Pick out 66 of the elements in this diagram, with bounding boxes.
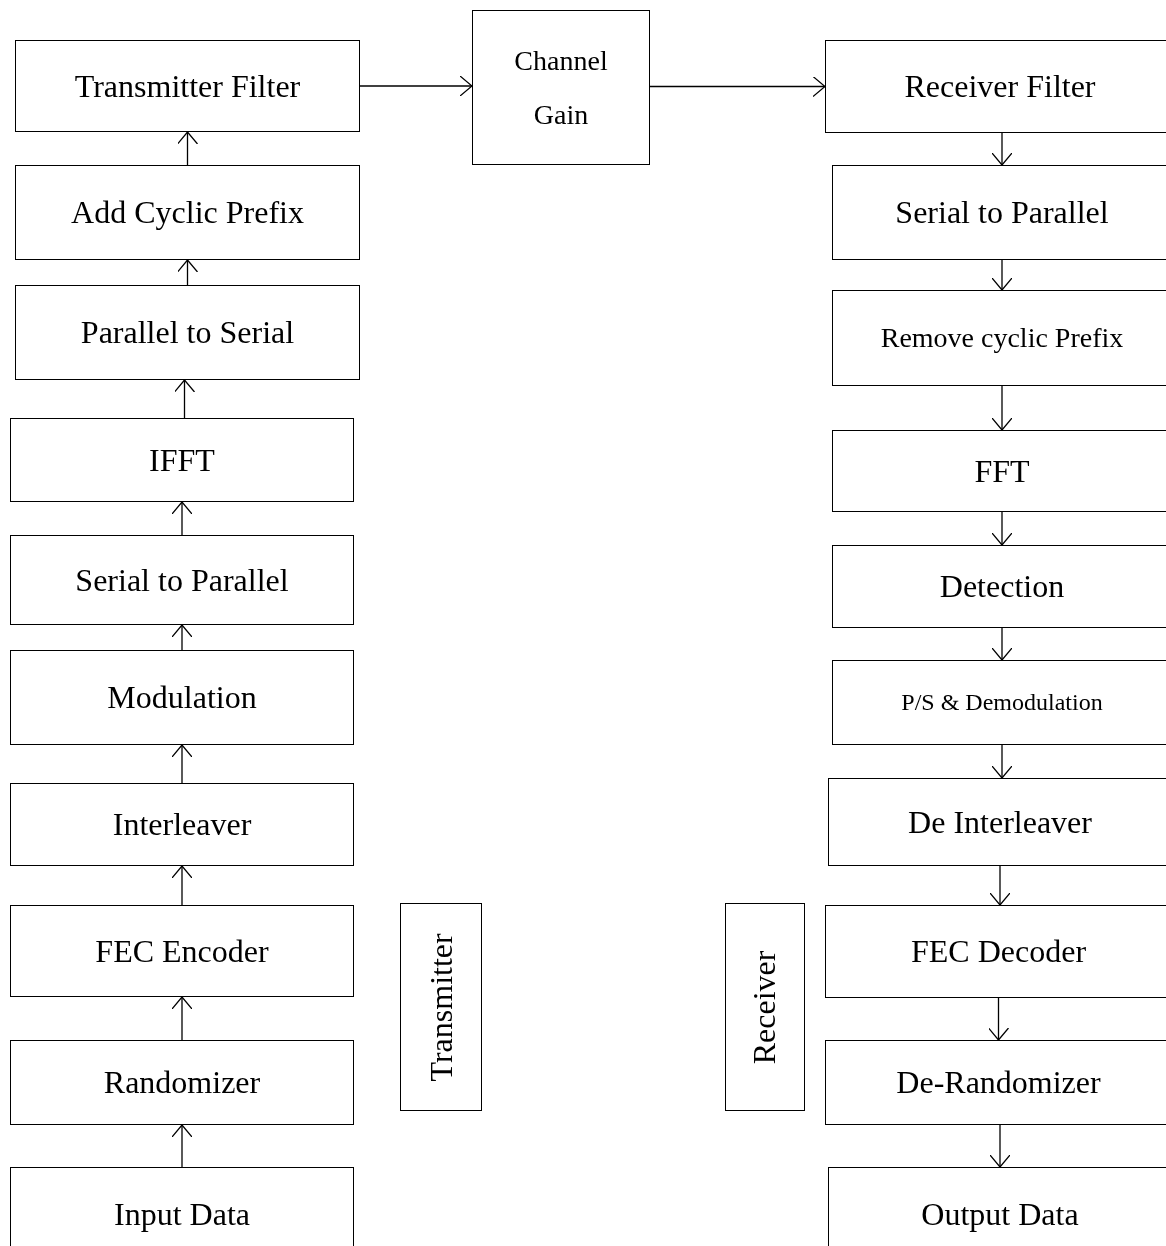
arrow <box>987 997 1010 1041</box>
arrow <box>991 259 1013 291</box>
process-box <box>10 1040 354 1125</box>
arrow <box>991 744 1013 779</box>
block-label: Interleaver <box>112 805 252 845</box>
block-label: Input Data <box>114 1195 250 1235</box>
block-label: Output Data <box>921 1195 1079 1235</box>
block-label: P/S & Demodulation <box>901 687 1103 717</box>
arrow <box>989 1124 1011 1168</box>
arrow <box>171 865 193 906</box>
arrow <box>173 379 196 419</box>
process-box <box>15 285 360 380</box>
arrow <box>649 75 826 98</box>
arrow <box>171 1124 193 1168</box>
block-label: Randomizer <box>103 1063 261 1103</box>
process-box <box>825 905 1166 998</box>
block-label: FEC Encoder <box>95 931 269 971</box>
block-label: De-Randomizer <box>896 1063 1101 1103</box>
block-label: Add Cyclic Prefix <box>71 193 304 233</box>
arrow <box>171 744 193 784</box>
arrow <box>359 75 473 97</box>
process-box <box>15 40 360 132</box>
section-label-box <box>400 903 482 1111</box>
block-label: FEC Decoder <box>910 932 1087 972</box>
process-box <box>10 650 354 745</box>
block-label: Transmitter Filter <box>74 66 301 106</box>
process-box <box>472 10 650 165</box>
arrow <box>176 259 199 286</box>
block-label: FFT <box>974 451 1030 491</box>
process-box <box>825 40 1166 133</box>
arrow <box>991 385 1013 431</box>
block-label: De Interleaver <box>908 802 1092 842</box>
block-label: Modulation <box>107 678 257 718</box>
process-box <box>828 1167 1166 1246</box>
block-label: Channel Gain <box>513 44 609 132</box>
process-box <box>832 660 1166 745</box>
arrow <box>989 865 1011 906</box>
process-box <box>10 905 354 997</box>
arrow <box>171 624 193 651</box>
block-label: Serial to Parallel <box>75 560 289 600</box>
process-box <box>832 430 1166 512</box>
process-box <box>10 783 354 866</box>
process-box <box>10 418 354 502</box>
section-label: Transmitter <box>421 932 460 1082</box>
arrow <box>171 501 193 536</box>
section-label-box <box>725 903 805 1111</box>
process-box <box>832 165 1166 260</box>
arrow <box>991 132 1013 166</box>
block-label: Detection <box>939 567 1065 607</box>
arrow <box>991 627 1013 661</box>
block-label: Serial to Parallel <box>895 193 1109 233</box>
block-label: Parallel to Serial <box>80 313 295 353</box>
process-box <box>832 545 1166 628</box>
process-box <box>828 778 1166 866</box>
arrow <box>991 511 1013 546</box>
process-box <box>15 165 360 260</box>
block-label: IFFT <box>149 440 215 480</box>
section-label: Receiver <box>745 950 784 1064</box>
process-box <box>825 1040 1166 1125</box>
process-box <box>832 290 1166 386</box>
arrow <box>171 996 193 1041</box>
block-label: Remove cyclic Prefix <box>880 321 1124 356</box>
process-box <box>10 1167 354 1246</box>
block-label: Receiver Filter <box>904 67 1096 107</box>
process-box <box>10 535 354 625</box>
arrow <box>176 131 199 166</box>
